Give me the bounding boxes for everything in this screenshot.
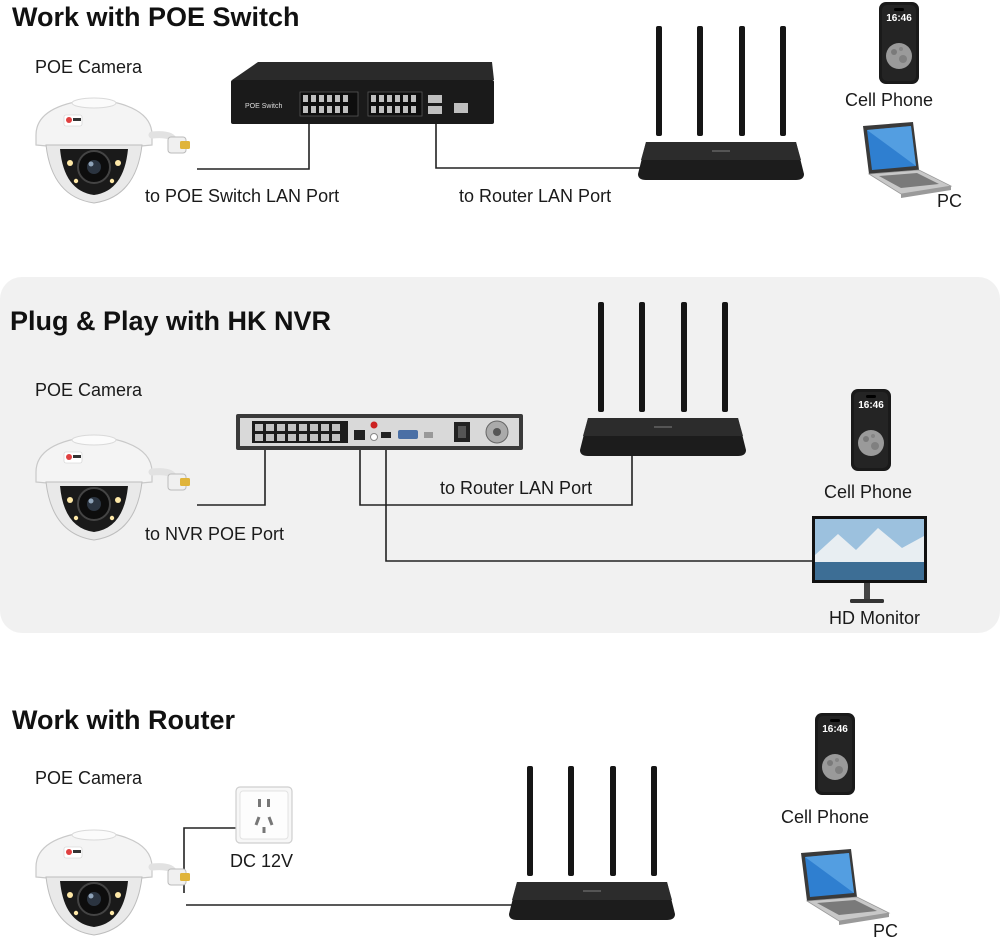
camera-label-3: POE Camera (35, 768, 143, 788)
nvr-to-monitor-line (385, 446, 813, 562)
poe-switch-label: POE Switch (245, 103, 282, 110)
power-label: DC 12V (230, 851, 294, 871)
client-label-phone-3: Cell Phone (781, 807, 870, 827)
nvr-to-router-line (359, 445, 633, 506)
dc-power-socket (234, 785, 294, 845)
pc-laptop-3 (800, 848, 890, 926)
pc-laptop-1 (862, 121, 952, 199)
camera-label-2: POE Camera (35, 380, 143, 400)
phone-time-2: 16:46 (858, 400, 884, 411)
link-label-to-nvr: to NVR POE Port (145, 524, 285, 544)
section2-lines (197, 440, 813, 562)
client-label-pc-3: PC (873, 921, 899, 941)
link-label-to-switch: to POE Switch LAN Port (145, 186, 340, 206)
client-label-pc-1: PC (937, 191, 963, 211)
switch-to-router-line (435, 118, 640, 169)
power-line (183, 827, 236, 893)
poe-camera-3 (36, 830, 190, 935)
section-title-router: Work with Router (12, 705, 236, 735)
phone-time-3: 16:46 (822, 724, 848, 735)
link-label-to-router-1: to Router LAN Port (459, 186, 612, 206)
router-2 (580, 302, 746, 456)
camera-to-nvr-line (197, 440, 266, 506)
camera-label-1: POE Camera (35, 57, 143, 77)
router-3 (509, 766, 675, 920)
link-label-to-router-2: to Router LAN Port (440, 478, 593, 498)
phone-time-1: 16:46 (886, 13, 912, 24)
router-1 (638, 26, 804, 180)
poe-switch (231, 62, 494, 124)
client-label-monitor: HD Monitor (829, 608, 921, 628)
client-label-phone-1: Cell Phone (845, 90, 934, 110)
hk-nvr (236, 414, 523, 450)
section-title-nvr: Plug & Play with HK NVR (10, 306, 332, 336)
client-label-phone-2: Cell Phone (824, 482, 913, 502)
section-title-poe-switch: Work with POE Switch (12, 2, 300, 32)
hd-monitor (812, 516, 927, 603)
section1-lines (197, 118, 640, 170)
camera-to-switch-line (197, 120, 310, 170)
